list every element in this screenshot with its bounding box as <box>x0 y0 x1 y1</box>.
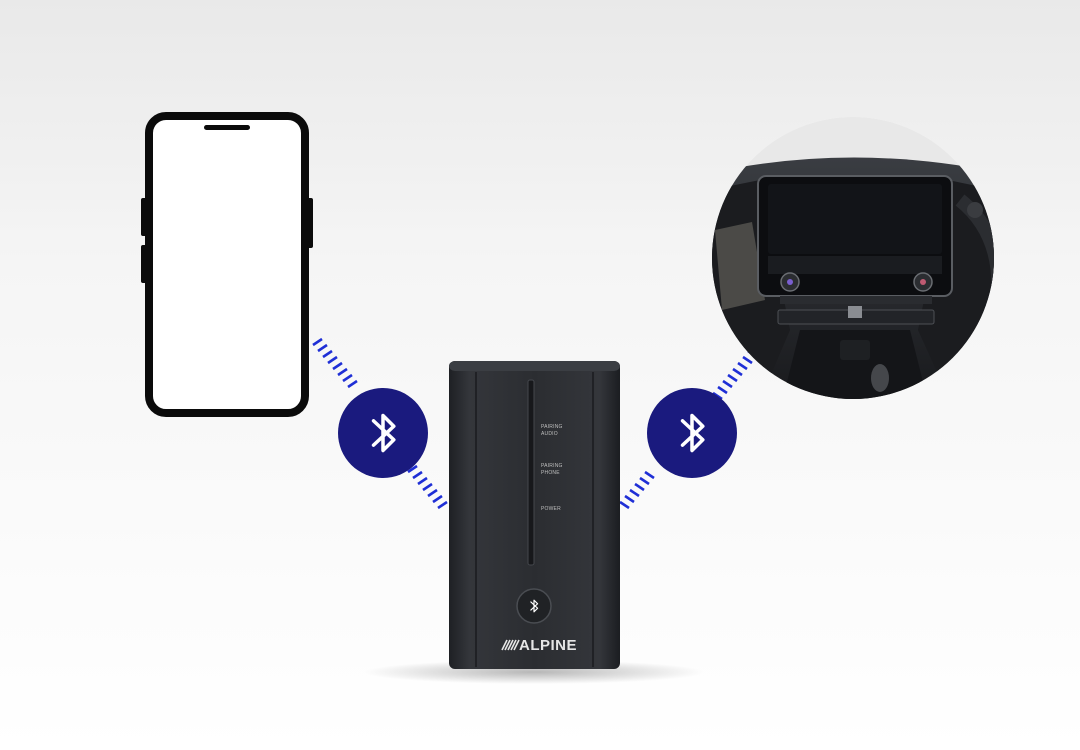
indicator-label-2-line2: PHONE <box>541 470 560 476</box>
indicator-light-bar <box>527 379 535 566</box>
right-signal-upper <box>712 349 758 401</box>
device-bluetooth-button[interactable] <box>516 588 552 624</box>
phone-volume-down-button <box>141 245 147 283</box>
indicator-label-3: POWER <box>541 506 561 512</box>
alpine-bluetooth-unit: PAIRING AUDIO PAIRING PHONE POWER ALPINE <box>449 361 620 669</box>
alpine-logo: ALPINE <box>501 637 577 654</box>
smartphone <box>141 112 313 417</box>
car-dashboard-photo <box>712 117 994 399</box>
brand-name: ALPINE <box>519 637 577 654</box>
indicator-label-1-line2: AUDIO <box>541 431 558 437</box>
phone-volume-up-button <box>141 198 147 236</box>
left-signal-upper <box>312 337 358 389</box>
left-signal-lower <box>407 464 448 510</box>
indicator-label-2-line1: PAIRING <box>541 463 563 469</box>
phone-speaker <box>204 125 250 130</box>
bluetooth-badge-right <box>647 388 737 478</box>
indicator-label-1-line1: PAIRING <box>541 424 563 430</box>
right-signal-lower <box>619 470 655 510</box>
bluetooth-badge-left <box>338 388 428 478</box>
phone-power-button <box>307 198 313 248</box>
